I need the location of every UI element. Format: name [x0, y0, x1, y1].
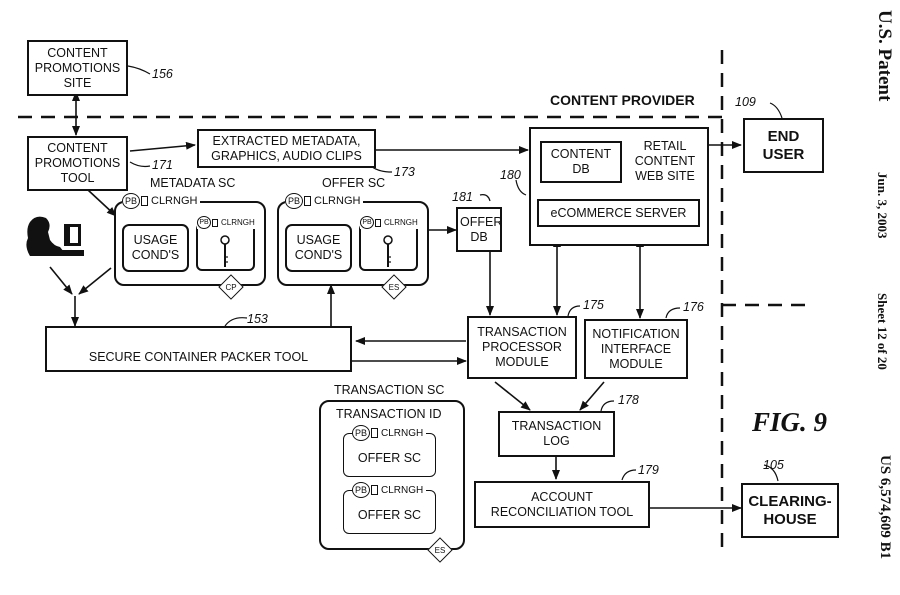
transaction-sc-container[interactable]: TRANSACTION ID OFFER SC OFFER SC	[319, 400, 465, 550]
offer-pb-clrngh-tag: PB CLRNGH	[285, 193, 364, 209]
retail-site-label: RETAIL CONTENT WEB SITE	[634, 139, 696, 183]
es-badge-label: ES	[434, 545, 446, 555]
account-reconciliation-box[interactable]: ACCOUNT RECONCILIATION TOOL	[474, 481, 650, 528]
content-promotions-tool-label: CONTENT PROMOTIONS TOOL	[34, 141, 121, 185]
pb-icon: PB	[352, 425, 370, 441]
metadata-sc-title: METADATA SC	[150, 176, 236, 190]
metadata-usage-label: USAGE COND'S	[131, 233, 180, 262]
metadata-usage-conds-box[interactable]: USAGE COND'S	[122, 224, 189, 272]
transaction-pb-tag-1: PB CLRNGH	[352, 425, 427, 441]
content-db-box[interactable]: CONTENT DB	[540, 141, 622, 183]
tool-extracted-arrow	[129, 141, 196, 152]
patent-date: Jun. 3, 2003	[875, 172, 890, 239]
es-badge-label: ES	[388, 282, 400, 292]
offer-sc-title: OFFER SC	[322, 176, 386, 190]
offer-usage-conds-box[interactable]: USAGE COND'S	[285, 224, 352, 272]
ref-105: 105	[763, 458, 784, 472]
ecommerce-server-label: eCOMMERCE SERVER	[550, 205, 687, 220]
pb-icon: PB	[360, 216, 374, 229]
offer-key-box[interactable]	[359, 223, 418, 271]
metadata-merge-arrow	[78, 267, 112, 295]
person-at-computer-icon	[26, 216, 84, 256]
notif-log-arrow	[579, 381, 605, 411]
cp-badge-label: CP	[225, 282, 237, 292]
secure-container-packer-box[interactable]: SECURE CONTAINER PACKER TOOL	[45, 326, 352, 372]
secure-packer-label: SECURE CONTAINER PACKER TOOL	[88, 350, 309, 364]
ref-171: 171	[152, 158, 173, 172]
clrngh-label: CLRNGH	[381, 427, 424, 439]
transaction-pb-tag-2: PB CLRNGH	[352, 482, 427, 498]
clearinghouse-label: CLEARING-HOUSE	[748, 492, 832, 528]
content-promotions-site-label: CONTENT PROMOTIONS SITE	[34, 45, 121, 90]
metadata-key-pb-tag: PB CLRNGH	[197, 216, 258, 229]
transaction-log-box[interactable]: TRANSACTION LOG	[498, 411, 615, 457]
pb-icon: PB	[285, 193, 303, 209]
user-merge-arrow	[49, 266, 73, 295]
extracted-metadata-box[interactable]: EXTRACTED METADATA, GRAPHICS, AUDIO CLIP…	[197, 129, 376, 168]
extracted-metadata-line1: EXTRACTED METADATA,	[212, 133, 361, 148]
content-provider-label: CONTENT PROVIDER	[550, 92, 695, 108]
metadata-sc-container[interactable]: USAGE COND'S	[114, 201, 266, 286]
patent-publisher: U.S. Patent	[874, 10, 895, 102]
ref-180: 180	[500, 168, 521, 182]
ref-156: 156	[152, 67, 173, 81]
offer-sc-item-label: OFFER SC	[357, 507, 422, 522]
notification-interface-box[interactable]: NOTIFICATION INTERFACE MODULE	[584, 319, 688, 379]
end-user-label: END USER	[762, 127, 805, 163]
patent-number: US 6,574,609 B1	[877, 455, 893, 560]
content-db-label: CONTENT DB	[550, 147, 612, 176]
offer-sc-container[interactable]: USAGE COND'S	[277, 201, 429, 286]
metadata-pb-clrngh-tag: PB CLRNGH	[122, 193, 201, 209]
ref-173: 173	[394, 165, 415, 179]
clearinghouse-box[interactable]: CLEARING-HOUSE	[741, 483, 839, 538]
offer-db-box[interactable]: OFFER DB	[456, 207, 502, 252]
tpm-log-arrow	[494, 381, 531, 411]
ref-181: 181	[452, 190, 473, 204]
pb-icon: PB	[352, 482, 370, 498]
pb-icon: PB	[197, 216, 211, 229]
notification-interface-label: NOTIFICATION INTERFACE MODULE	[592, 326, 680, 371]
offer-key-pb-tag: PB CLRNGH	[360, 216, 421, 229]
metadata-key-box[interactable]	[196, 223, 255, 271]
clrngh-label: CLRNGH	[151, 195, 198, 207]
content-promotions-tool-box[interactable]: CONTENT PROMOTIONS TOOL	[27, 136, 128, 191]
tool-metadata-arrow	[87, 189, 117, 217]
account-reconciliation-label: ACCOUNT RECONCILIATION TOOL	[490, 489, 634, 519]
retail-content-website-box[interactable]: CONTENT DB RETAIL CONTENT WEB SITE eCOMM…	[529, 127, 709, 246]
ref-153: 153	[247, 312, 268, 326]
pb-icon: PB	[122, 193, 140, 209]
extracted-metadata-line2: GRAPHICS, AUDIO CLIPS	[211, 148, 362, 163]
clrngh-label: CLRNGH	[384, 218, 418, 227]
ref-109: 109	[735, 95, 756, 109]
transaction-processor-box[interactable]: TRANSACTION PROCESSOR MODULE	[467, 316, 577, 379]
offer-sc-item-label: OFFER SC	[357, 450, 422, 465]
clrngh-label: CLRNGH	[381, 484, 424, 496]
transaction-processor-label: TRANSACTION PROCESSOR MODULE	[477, 325, 567, 369]
ref-175: 175	[583, 298, 604, 312]
ecommerce-server-box[interactable]: eCOMMERCE SERVER	[537, 199, 700, 227]
end-user-box[interactable]: END USER	[743, 118, 824, 173]
patent-sheet: Sheet 12 of 20	[875, 293, 890, 370]
key-icon	[220, 235, 230, 267]
ref-179: 179	[638, 463, 659, 477]
content-promotions-site-box[interactable]: CONTENT PROMOTIONS SITE	[27, 40, 128, 96]
clrngh-label: CLRNGH	[221, 218, 255, 227]
clrngh-label: CLRNGH	[314, 195, 361, 207]
transaction-id-label: TRANSACTION ID	[336, 407, 442, 421]
offer-db-label: OFFER DB	[460, 214, 503, 244]
transaction-log-label: TRANSACTION LOG	[511, 419, 602, 448]
figure-label: FIG. 9	[752, 407, 828, 437]
ref-176: 176	[683, 300, 704, 314]
ref-178: 178	[618, 393, 639, 407]
transaction-sc-title: TRANSACTION SC	[334, 383, 445, 397]
offer-usage-label: USAGE COND'S	[294, 233, 343, 262]
key-icon	[383, 235, 393, 267]
